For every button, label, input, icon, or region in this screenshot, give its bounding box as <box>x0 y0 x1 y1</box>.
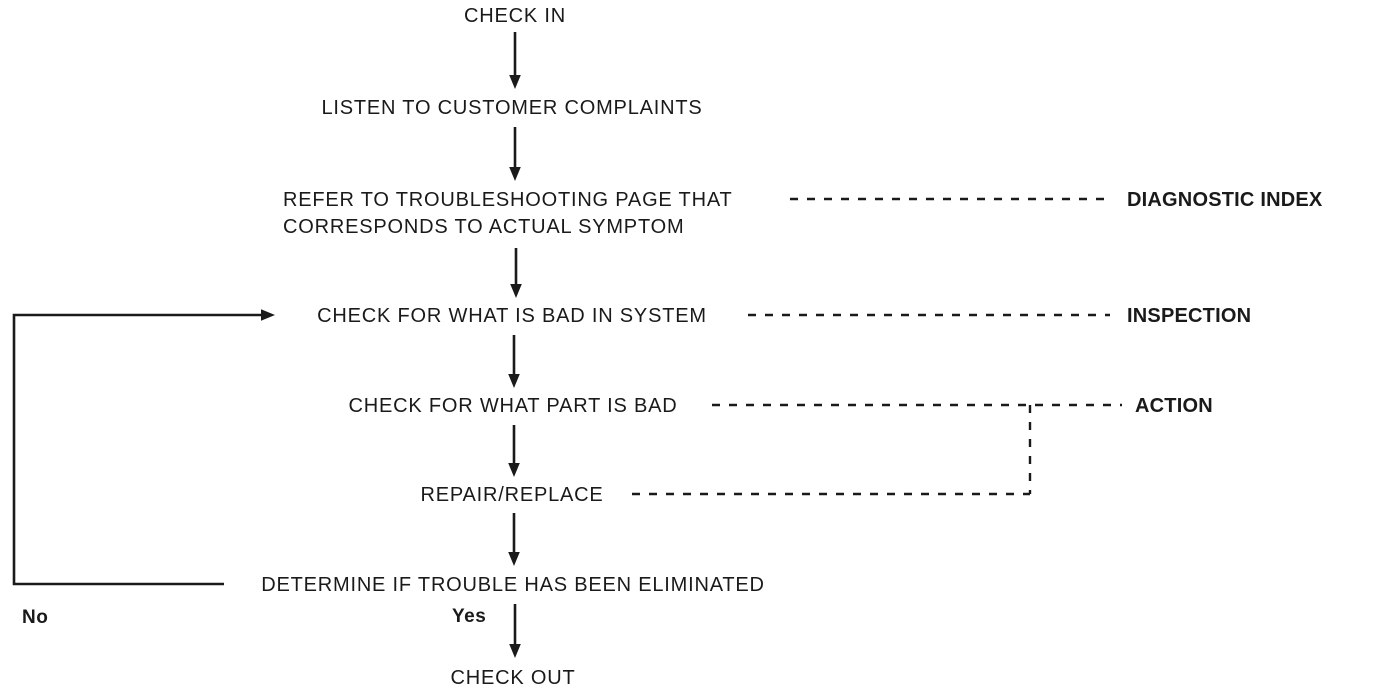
arrow-check-part-to-repair <box>508 425 520 477</box>
side-label-inspection: INSPECTION <box>1127 305 1252 327</box>
node-refer-line-2: CORRESPONDS TO ACTUAL SYMPTOM <box>283 216 685 238</box>
node-check-for-what-part-is-bad: CHECK FOR WHAT PART IS BAD <box>348 395 678 417</box>
side-label-diagnostic-index: DIAGNOSTIC INDEX <box>1127 189 1323 211</box>
arrow-listen-to-refer <box>509 127 521 181</box>
side-label-action: ACTION <box>1135 395 1213 417</box>
node-refer-to-troubleshooting-page: REFER TO TROUBLESHOOTING PAGE THAT CORRE… <box>283 187 733 241</box>
branch-label-no: No <box>22 607 49 628</box>
branch-label-yes: Yes <box>452 606 487 627</box>
node-check-for-what-is-bad-in-system: CHECK FOR WHAT IS BAD IN SYSTEM <box>317 305 707 327</box>
node-repair-replace: REPAIR/REPLACE <box>420 484 604 506</box>
arrow-check-system-to-check-part <box>508 335 520 388</box>
no-loop-line <box>12 309 275 586</box>
node-determine-if-trouble-eliminated: DETERMINE IF TROUBLE HAS BEEN ELIMINATED <box>261 574 765 596</box>
arrow-repair-to-determine <box>508 513 520 566</box>
node-refer-line-1: REFER TO TROUBLESHOOTING PAGE THAT <box>283 189 733 211</box>
node-listen-to-customer-complaints: LISTEN TO CUSTOMER COMPLAINTS <box>321 97 703 119</box>
arrow-check-in-to-listen <box>509 32 521 89</box>
node-check-in: CHECK IN <box>464 5 566 27</box>
arrow-yes-to-check-out <box>509 604 521 658</box>
node-check-out: CHECK OUT <box>450 667 576 689</box>
arrow-refer-to-check-system <box>510 248 522 298</box>
